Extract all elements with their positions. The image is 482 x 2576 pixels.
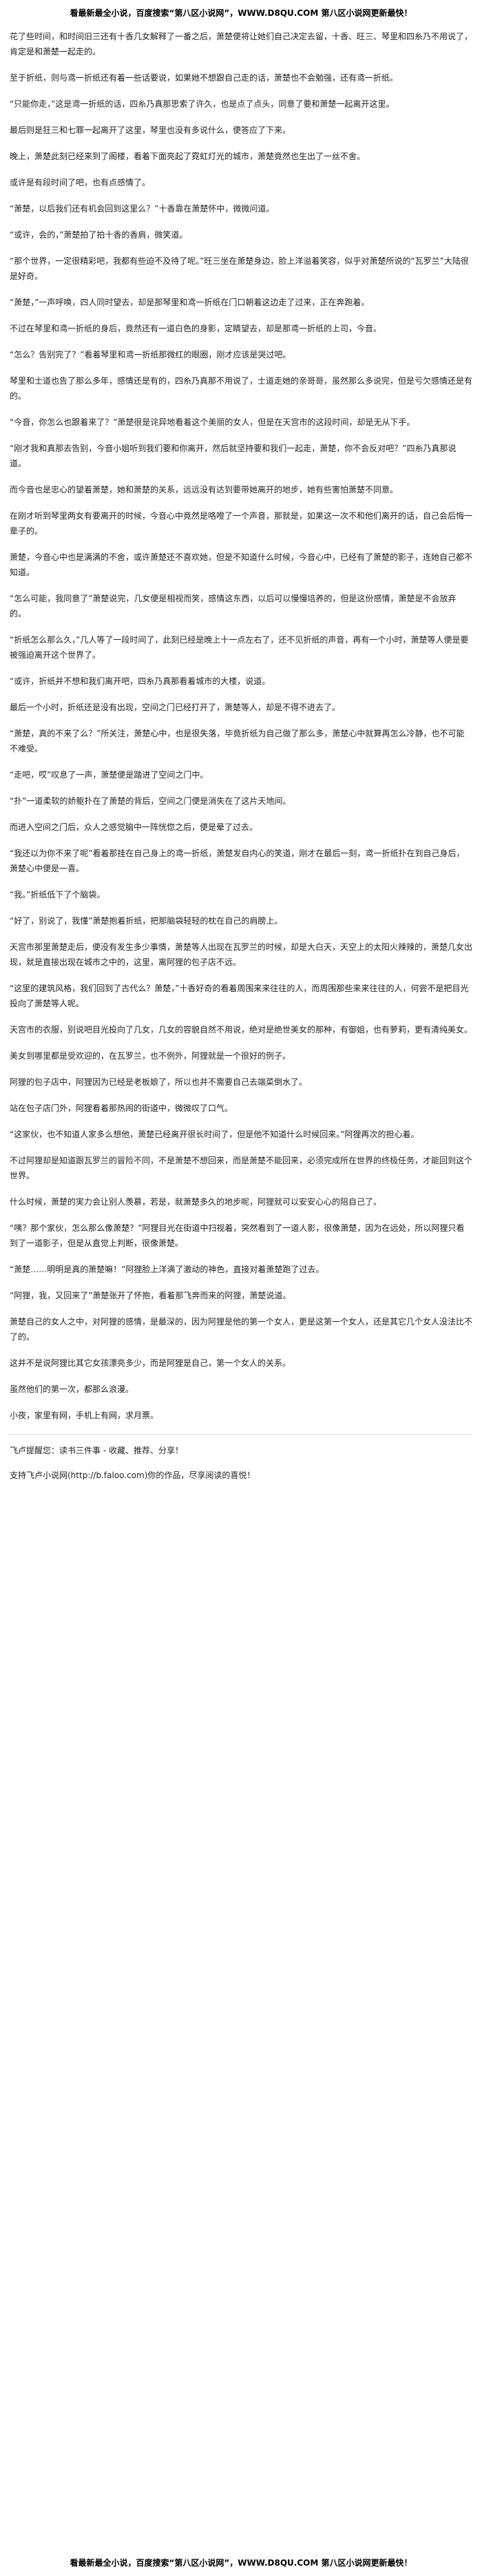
paragraph: 最后则是狂三和七罪一起离开了这里，琴里也没有多说什么，便答应了下来。 (10, 125, 291, 135)
paragraph: “萧楚，真的不来了么？”所关注，萧楚心中，也是很失落，毕竟折纸为自己做了那么多，… (10, 729, 465, 754)
paragraph: 萧楚自己的女人之中，对阿狸的感情，是最深的，因为阿狸是他的第一个女人，更是这第一… (10, 1317, 473, 1342)
paragraph: 萧楚，今音心中也是满满的不舍，或许萧楚还不喜欢她，但是不知道什么时候，今音心中，… (10, 552, 473, 577)
paragraph: “走吧，哎”叹息了一声，萧楚便是踏进了空间之门中。 (10, 770, 209, 780)
paragraph: 不过在琴里和鸢一折纸的身后，竟然还有一道白色的身影，定睛望去，却是那鸢一折纸的上… (10, 324, 382, 333)
paragraph: 在刚才听到琴里两女有要离开的时候，今音心中竟然是咯噔了一个声音，那就是，如果这一… (10, 511, 473, 536)
paragraph: 不过阿狸却是知道跟瓦罗兰的冒险不同，不是萧楚不想回来，而是萧楚不能回来，必须完成… (10, 1156, 473, 1181)
header-banner: 看最新最全小说，百度搜索“第八区小说网”，WWW.D8QU.COM 第八区小说网… (70, 8, 412, 18)
paragraph: “这里的建筑风格，我们回到了古代么？萧楚，”十香好奇的看着周围来来往往的人，而周… (10, 984, 469, 1008)
paragraph: 花了些时间，和时间旧三还有十香几女解释了一番之后，萧楚便将让她们自己决定去留，十… (10, 32, 473, 56)
paragraph: 晚上，萧楚此刻已经来到了阁楼，看着下面亮起了霓虹灯光的城市，萧楚竟然也生出了一丝… (10, 152, 366, 161)
paragraph: 天宫市的衣服，别说吧目光投向了几女，几女的容貌自然不用说，绝对是绝世美女的那种，… (10, 1025, 473, 1035)
paragraph: “只能你走，”这是鸢一折纸的话，四糸乃真那思索了许久，也是点了点头，同意了要和萧… (10, 99, 395, 109)
paragraph: 站在包子店门外，阿狸看着那热闹的街道中，微微叹了口气。 (10, 1103, 233, 1113)
paragraph: “阿狸，我，又回来了”萧楚张开了怀抱，看着那飞奔而来的阿狸，萧楚说道。 (10, 1291, 291, 1300)
paragraph: “我。”折纸低下了个脑袋。 (10, 890, 105, 900)
paragraph: “咦？那个家伙，怎么那么像萧楚？”阿狸目光在街道中扫视着，突然看到了一道人影，很… (10, 1223, 465, 1248)
paragraph: 这并不是说阿狸比其它女孩漂亮多少，而是阿狸是自己，第一个女人的关系。 (10, 1358, 291, 1368)
paragraph: “我还以为你不来了呢”看着那挂在自己身上的鸢一折纸，萧楚发自内心的笑道，刚才在最… (10, 849, 465, 873)
paragraph: “或许，折纸并不想和我们离开吧，四糸乃真那看着城市的大楼，说道。 (10, 676, 271, 686)
paragraph: 天宫市那里萧楚走后，便没有发生多少事情，萧楚等人出现在瓦罗兰的时候，却是大白天，… (10, 942, 473, 967)
paragraph: 或许是有段时间了吧，也有点感情了。 (10, 178, 151, 187)
paragraph: 最后一个小时，折纸还是没有出现，空间之门已经打开了，萧楚等人，却是不得不进去了。 (10, 703, 341, 712)
paragraph: “扑”一道柔软的娇躯扑在了萧楚的背后，空间之门便是消失在了这片天地间。 (10, 796, 291, 806)
paragraph: 而进入空间之门后，众人之感觉脑中一阵恍惚之后，便是晕了过去。 (10, 822, 258, 832)
footer-support: 支持飞卢小说网(http://b.faloo.com)你的作品，尽享阅读的喜悦！ (10, 1471, 255, 1480)
paragraph: “这家伙，也不知道人家多么想他，萧楚已经离开很长时间了，但是他不知道什么时候回来… (10, 1130, 419, 1139)
paragraph: 而今音也是忠心的望着萧楚，她和萧楚的关系，远远没有达到要带她离开的地步，她有些害… (10, 485, 399, 495)
paragraph: “今音，你怎么也跟着来了？”萧楚很是诧异地看着这个美丽的女人，但是在天宫市的这段… (10, 417, 415, 427)
paragraph: “怎么可能，我同意了”萧楚说完，几女便是相视而笑，感情这东西，以后可以慢慢培养的… (10, 594, 457, 619)
paragraph: 什么时候，萧楚的実力会让别人羡慕，若是，就萧楚多久的地步呢，阿狸就可以安安心心的… (10, 1197, 382, 1207)
paragraph: 虽然他们的第一次，都那么浪漫。 (10, 1384, 134, 1394)
paragraph: 琴里和士道也告了那么多年，感情还是有的，四糸乃真那不用说了，士道走她的亲哥哥，虽… (10, 376, 473, 401)
divider (10, 1434, 472, 1435)
paragraph: “萧楚……明明是真的萧楚嘛！”阿狸脸上洋满了激动的神色，直接对着萧楚跑了过去。 (10, 1265, 324, 1274)
paragraph: “好了，别说了，我懂”萧楚抱着折纸，把那脑袋轻轻的枕在自己的肩膀上。 (10, 916, 283, 926)
paragraph: “折纸怎么那么久，”几人等了一段时间了，此刻已经是晚上十一点左右了，还不见折纸的… (10, 635, 469, 660)
footer-banner: 看最新最全小说，百度搜索“第八区小说网”，WWW.D8QU.COM 第八区小说网… (70, 2558, 412, 2568)
paragraph: “萧楚，”一声呼唤，四人同时望去，却是那琴里和鸢一折纸在门口朝着这边走了过来，正… (10, 298, 370, 307)
paragraph: 小夜，家里有网，手机上有网，求月票。 (10, 1411, 159, 1420)
paragraph: “那个世界，一定很精彩吧，我都有些迫不及待了呢。”旺三坐在萧楚身边，脸上洋溢着笑… (10, 256, 469, 281)
paragraph: 美女到哪里都是受欢迎的，在瓦罗兰，也不例外，阿狸就是一个很好的例子。 (10, 1051, 291, 1061)
chapter-content: 花了些时间，和时间旧三还有十香几女解释了一番之后，萧楚便将让她们自己决定去留，十… (10, 29, 472, 1423)
paragraph: “刚才我和真那去告别，今音小姐听到我们要和你离开，然后就坚持要和我们一起走，萧楚… (10, 444, 457, 468)
paragraph: “或许，会的，”萧楚拍了拍十香的香肩，微笑道。 (10, 230, 188, 240)
paragraph: “萧楚，以后我们还有机会回到这里么？”十香靠在萧楚怀中，微微问道。 (10, 204, 275, 214)
paragraph: 至于折纸，则与鸢一折纸还有着一些话要说，如果她不想跟自己走的话，萧楚也不会勉强，… (10, 73, 399, 83)
footer-tip: 飞卢提醒您：读书三件事 - 收藏、推荐、分享！ (10, 1446, 183, 1455)
paragraph: 阿狸的包子店中，阿狸因为已经是老板娘了，所以也并不需要自己去端菜倒水了。 (10, 1077, 308, 1087)
paragraph: “怎么？告别完了？”看着琴里和鸢一折纸那微红的眼圈，刚才应该是哭过吧。 (10, 350, 291, 360)
